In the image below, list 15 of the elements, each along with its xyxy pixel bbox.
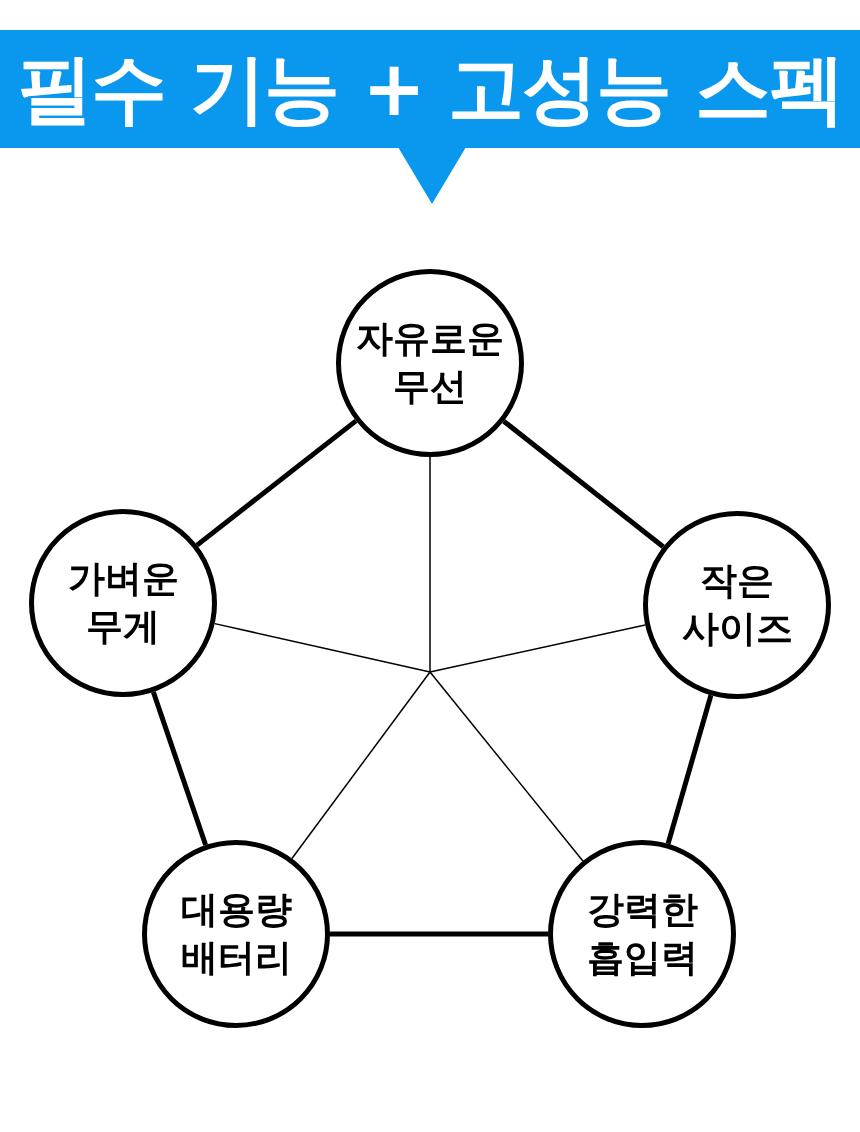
thick-line: [330, 931, 548, 937]
feature-label: 강력한 흡입력: [585, 887, 699, 981]
feature-label: 작은 사이즈: [680, 558, 794, 652]
spoke-line: [213, 622, 431, 673]
thick-line: [502, 419, 665, 549]
thick-line: [195, 418, 358, 548]
spoke-line: [429, 624, 646, 673]
thick-line: [151, 691, 208, 846]
spoke-line: [429, 456, 431, 673]
feature-label: 가벼운 무게: [66, 556, 180, 650]
spoke-line: [429, 671, 584, 862]
spoke-line: [291, 671, 431, 860]
thick-line: [665, 694, 714, 845]
feature-label: 자유로운 무선: [355, 316, 505, 410]
feature-label: 대용량 배터리: [179, 887, 293, 981]
